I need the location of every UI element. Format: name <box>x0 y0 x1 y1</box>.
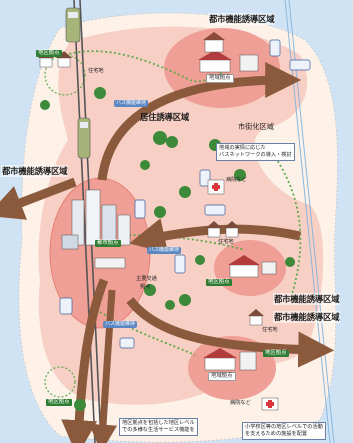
hospital-bottom-icon <box>261 397 279 411</box>
residential-label-top: 住宅地 <box>88 68 104 74</box>
bus-route-label-mid: バス機能維持 <box>147 247 182 254</box>
bottom-right-callout: 小学校区等の地区レベルでの活動 を支えるための施設を配置 <box>242 422 326 440</box>
arrow-bottom-left <box>61 278 109 443</box>
arrow-bottom-right-2 <box>89 289 117 443</box>
district-hub-bottom-buildings-icon <box>203 348 257 371</box>
hospital-mid-icon <box>207 179 225 195</box>
bottom-left-callout-line-2: での多様な生活サービス機能を <box>122 426 195 433</box>
trees-icon <box>40 87 295 411</box>
district-hub-tag-bottom: 地域拠点 <box>208 372 236 382</box>
houses-bottom-icon <box>248 309 264 326</box>
arrow-left <box>0 177 77 220</box>
district-hub-mid-buildings-icon <box>228 255 277 278</box>
bus-route-dots-right <box>269 149 302 301</box>
urban-function-zone-title-top: 都市機能誘導区域 <box>208 13 276 25</box>
bus-route-label-bottom: バス機能維持 <box>103 321 138 328</box>
train-mid-icon <box>77 117 91 159</box>
bottom-left-callout: 地区拠点を包括した地区レベル での多様な生活サービス機能を <box>119 418 198 436</box>
city-hub-tag: 都市拠点 <box>95 240 121 248</box>
bottom-right-callout-line-2: を支えるための施設を配置 <box>245 430 308 437</box>
urban-function-zone-title-right-1: 都市機能誘導区域 <box>273 293 341 305</box>
residence-zone-title: 居住誘導区域 <box>140 112 190 122</box>
train-top-icon <box>65 7 81 43</box>
district-hub-top-buildings-icon <box>198 32 259 73</box>
hospital-label-bottom: 病院など <box>230 400 251 406</box>
bus-icons <box>59 39 311 349</box>
arrow-mid <box>129 218 301 254</box>
bus-network-callout-line-2: バスネットワークの導入・検討 <box>219 151 292 158</box>
district-hub-tag-bottom-right: 地区拠点 <box>263 350 289 358</box>
bus-route-label-top: バス機能維持 <box>114 100 149 107</box>
residential-label-mid: 住宅地 <box>218 239 234 245</box>
houses-mid-icon <box>206 221 240 238</box>
bus-network-callout: 地域の実情に応じた バスネットワークの導入・検討 <box>216 143 295 161</box>
bus-network-callout-line-1: 地域の実情に応じた <box>219 145 266 151</box>
district-hub-tag-mid: 地区拠点 <box>206 279 232 287</box>
bottom-right-callout-line-1: 小学校区等の地区レベルでの活動 <box>245 424 323 430</box>
main-transport-hub-label-1: 主要交通 <box>136 276 157 282</box>
hospital-label-mid: 病院など <box>226 177 247 183</box>
urban-function-zone-title-left: 都市機能誘導区域 <box>1 165 69 177</box>
bottom-left-callout-line-1: 地区拠点を包括した地区レベル <box>122 420 195 426</box>
arrow-bottom-right <box>126 297 335 368</box>
arrow-top <box>97 62 302 181</box>
urbanization-zone-title: 市街化区域 <box>238 122 274 131</box>
urban-function-zone-title-right-2: 都市機能誘導区域 <box>273 311 341 323</box>
residential-label-bottom: 住宅地 <box>262 327 278 333</box>
district-hub-tag-top: 地区拠点 <box>36 50 62 58</box>
district-hub-tag-bottom-left: 地区拠点 <box>46 399 72 407</box>
main-transport-hub-label-2: 拠点 <box>140 284 151 290</box>
railway-left <box>73 0 96 443</box>
district-circle-bottom-left <box>44 366 76 398</box>
district-hub-tag-top-right: 地域拠点 <box>206 74 234 84</box>
